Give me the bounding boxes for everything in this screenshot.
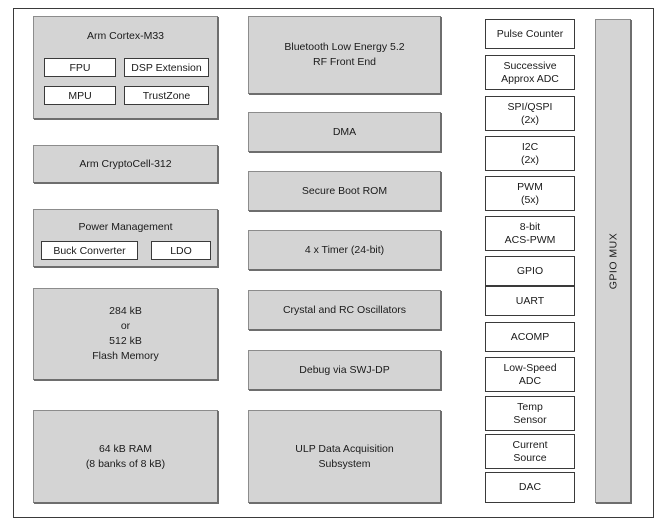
periph-temp-sensor: Temp Sensor bbox=[485, 396, 575, 431]
gpio-mux-label: GPIO MUX bbox=[607, 232, 620, 290]
ram-line-1: 64 kB RAM bbox=[98, 442, 153, 455]
periph-i2c: I2C (2x) bbox=[485, 136, 575, 171]
dsp-extension-label: DSP Extension bbox=[131, 61, 202, 74]
acs-pwm-line-2: ACS-PWM bbox=[504, 233, 556, 246]
flash-line-1: 284 kB bbox=[109, 305, 142, 317]
i2c-line-1: I2C bbox=[521, 140, 539, 153]
periph-spi-qspi: SPI/QSPI (2x) bbox=[485, 96, 575, 131]
dma-label: DMA bbox=[332, 125, 357, 138]
current-source-line-1: Current bbox=[512, 438, 548, 451]
temp-sensor-line-2: Sensor bbox=[513, 413, 547, 426]
ble-line-2: RF Front End bbox=[312, 56, 377, 68]
block-debug-swj-dp: Debug via SWJ-DP bbox=[248, 350, 441, 390]
block-ble-rf-front-end: Bluetooth Low Energy 5.2 RF Front End bbox=[248, 16, 441, 94]
flash-line-2: or bbox=[120, 320, 131, 332]
flash-line-4: Flash Memory bbox=[92, 350, 159, 362]
block-gpio-mux: GPIO MUX bbox=[595, 19, 631, 503]
temp-sensor-line-1: Temp bbox=[517, 400, 543, 413]
pulse-counter-label: Pulse Counter bbox=[496, 27, 564, 40]
acomp-label: ACOMP bbox=[510, 330, 550, 343]
sub-block-mpu: MPU bbox=[44, 86, 116, 105]
block-timer: 4 x Timer (24-bit) bbox=[248, 230, 441, 270]
periph-current-source: Current Source bbox=[485, 434, 575, 469]
buck-converter-label: Buck Converter bbox=[53, 244, 126, 257]
current-source-line-2: Source bbox=[513, 451, 547, 464]
cortex-m33-label: Arm Cortex-M33 bbox=[86, 30, 164, 42]
sar-adc-line-2: Approx ADC bbox=[501, 72, 559, 85]
low-speed-adc-line-1: Low-Speed bbox=[503, 361, 557, 374]
block-flash-memory: 284 kB or 512 kB Flash Memory bbox=[33, 288, 218, 380]
block-arm-cryptocell-312: Arm CryptoCell-312 bbox=[33, 145, 218, 183]
block-ulp-data-acquisition: ULP Data Acquisition Subsystem bbox=[248, 410, 441, 503]
cryptocell-label: Arm CryptoCell-312 bbox=[79, 157, 172, 170]
ble-line-1: Bluetooth Low Energy 5.2 bbox=[284, 41, 405, 53]
periph-acs-pwm: 8-bit ACS-PWM bbox=[485, 216, 575, 251]
ulp-line-2: Subsystem bbox=[318, 457, 371, 470]
block-ram: 64 kB RAM (8 banks of 8 kB) bbox=[33, 410, 218, 503]
debug-label: Debug via SWJ-DP bbox=[299, 363, 390, 376]
oscillators-label: Crystal and RC Oscillators bbox=[282, 303, 407, 316]
trustzone-label: TrustZone bbox=[142, 89, 191, 102]
fpu-label: FPU bbox=[69, 61, 91, 74]
block-dma: DMA bbox=[248, 112, 441, 152]
periph-acomp: ACOMP bbox=[485, 322, 575, 352]
periph-pulse-counter: Pulse Counter bbox=[485, 19, 575, 49]
sar-adc-line-1: Successive bbox=[503, 59, 557, 72]
power-management-label: Power Management bbox=[78, 221, 173, 233]
spi-qspi-line-2: (2x) bbox=[520, 113, 540, 126]
block-secure-boot-rom: Secure Boot ROM bbox=[248, 171, 441, 211]
ldo-label: LDO bbox=[170, 244, 192, 257]
sub-block-dsp-extension: DSP Extension bbox=[124, 58, 209, 77]
sub-block-buck-converter: Buck Converter bbox=[41, 241, 138, 260]
periph-low-speed-adc: Low-Speed ADC bbox=[485, 357, 575, 392]
periph-pwm: PWM (5x) bbox=[485, 176, 575, 211]
periph-uart: UART bbox=[485, 286, 575, 316]
gpio-label: GPIO bbox=[516, 264, 544, 277]
uart-label: UART bbox=[515, 294, 545, 307]
sub-block-trustzone: TrustZone bbox=[124, 86, 209, 105]
block-oscillators: Crystal and RC Oscillators bbox=[248, 290, 441, 330]
pwm-line-2: (5x) bbox=[520, 193, 540, 206]
ulp-line-1: ULP Data Acquisition bbox=[295, 442, 394, 455]
periph-gpio: GPIO bbox=[485, 256, 575, 286]
secure-boot-rom-label: Secure Boot ROM bbox=[301, 184, 388, 197]
timer-label: 4 x Timer (24-bit) bbox=[304, 243, 385, 256]
periph-successive-approx-adc: Successive Approx ADC bbox=[485, 55, 575, 90]
mpu-label: MPU bbox=[68, 89, 92, 102]
pwm-line-1: PWM bbox=[517, 180, 543, 193]
sub-block-fpu: FPU bbox=[44, 58, 116, 77]
sub-block-ldo: LDO bbox=[151, 241, 211, 260]
dac-label: DAC bbox=[518, 481, 542, 493]
ram-line-2: (8 banks of 8 kB) bbox=[85, 457, 166, 470]
low-speed-adc-line-2: ADC bbox=[518, 374, 542, 387]
periph-dac: DAC bbox=[485, 472, 575, 503]
i2c-line-2: (2x) bbox=[520, 153, 540, 166]
flash-line-3: 512 kB bbox=[109, 335, 142, 347]
spi-qspi-line-1: SPI/QSPI bbox=[507, 100, 553, 113]
acs-pwm-line-1: 8-bit bbox=[519, 220, 541, 233]
